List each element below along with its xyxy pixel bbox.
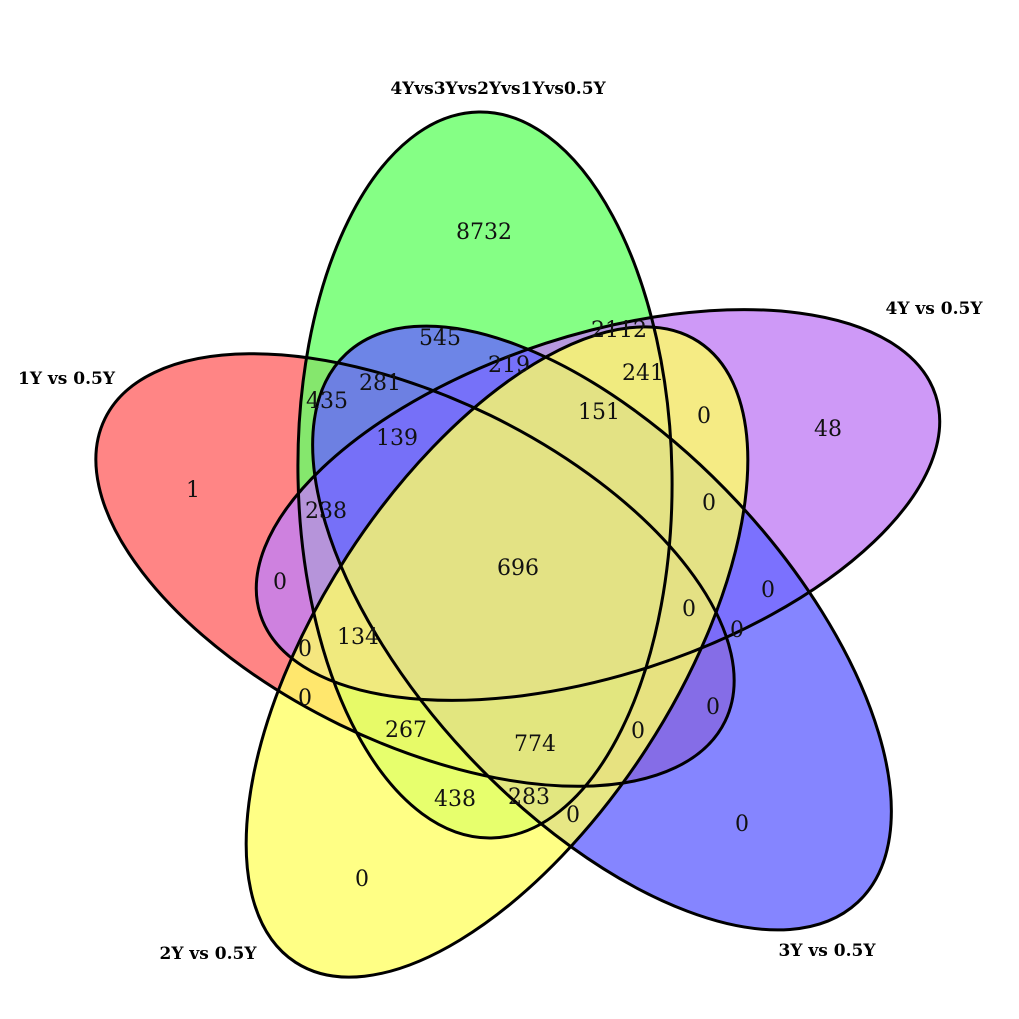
- set-2y-fill: [246, 326, 748, 978]
- set-label-3y: 3Y vs 0.5Y: [779, 941, 877, 961]
- region-count: 2112: [591, 318, 647, 343]
- region-count: 1: [186, 478, 200, 503]
- region-count: 0: [273, 570, 287, 595]
- region-count: 139: [376, 426, 418, 451]
- region-count: 219: [488, 353, 530, 378]
- region-count: 438: [434, 787, 476, 812]
- region-counts: 1 8732 48 0 0 545 2112 219 241 435 281 1…: [186, 220, 842, 892]
- set-label-2y: 2Y vs 0.5Y: [160, 944, 258, 964]
- region-count: 696: [497, 556, 539, 581]
- region-count: 238: [305, 499, 347, 524]
- region-count: 0: [697, 404, 711, 429]
- set-3y-outline: [311, 324, 893, 932]
- set-4ycombo-outline: [296, 110, 674, 840]
- region-count: 241: [622, 361, 664, 386]
- region-count: 48: [814, 417, 842, 442]
- region-count: 8732: [456, 220, 512, 245]
- region-count: 0: [355, 867, 369, 892]
- region-count: 0: [702, 491, 716, 516]
- region-count: 0: [706, 695, 720, 720]
- set-outlines: [94, 110, 942, 979]
- set-label-4y: 4Y vs 0.5Y: [886, 299, 984, 319]
- region-count: 151: [578, 400, 620, 425]
- set-label-1y: 1Y vs 0.5Y: [18, 369, 116, 389]
- set-label-4ycombo: 4Yvs3Yvs2Yvs1Yvs0.5Y: [390, 79, 606, 99]
- region-count: 0: [631, 719, 645, 744]
- region-count: 0: [761, 578, 775, 603]
- region-count: 435: [306, 389, 348, 414]
- region-count: 0: [298, 637, 312, 662]
- set-1y-outline: [94, 352, 736, 788]
- region-count: 545: [419, 326, 461, 351]
- region-count: 0: [730, 618, 744, 643]
- region-count: 0: [735, 812, 749, 837]
- set-labels: 1Y vs 0.5Y 4Yvs3Yvs2Yvs1Yvs0.5Y 4Y vs 0.…: [18, 79, 983, 964]
- region-count: 134: [337, 625, 379, 650]
- region-count: 267: [385, 718, 427, 743]
- region-count: 0: [566, 803, 580, 828]
- set-4y-outline: [254, 308, 942, 702]
- region-count: 774: [514, 732, 556, 757]
- region-count: 283: [508, 785, 550, 810]
- set-2y-outline: [244, 325, 750, 979]
- region-count: 281: [359, 371, 401, 396]
- region-count: 0: [682, 597, 696, 622]
- region-count: 0: [298, 686, 312, 711]
